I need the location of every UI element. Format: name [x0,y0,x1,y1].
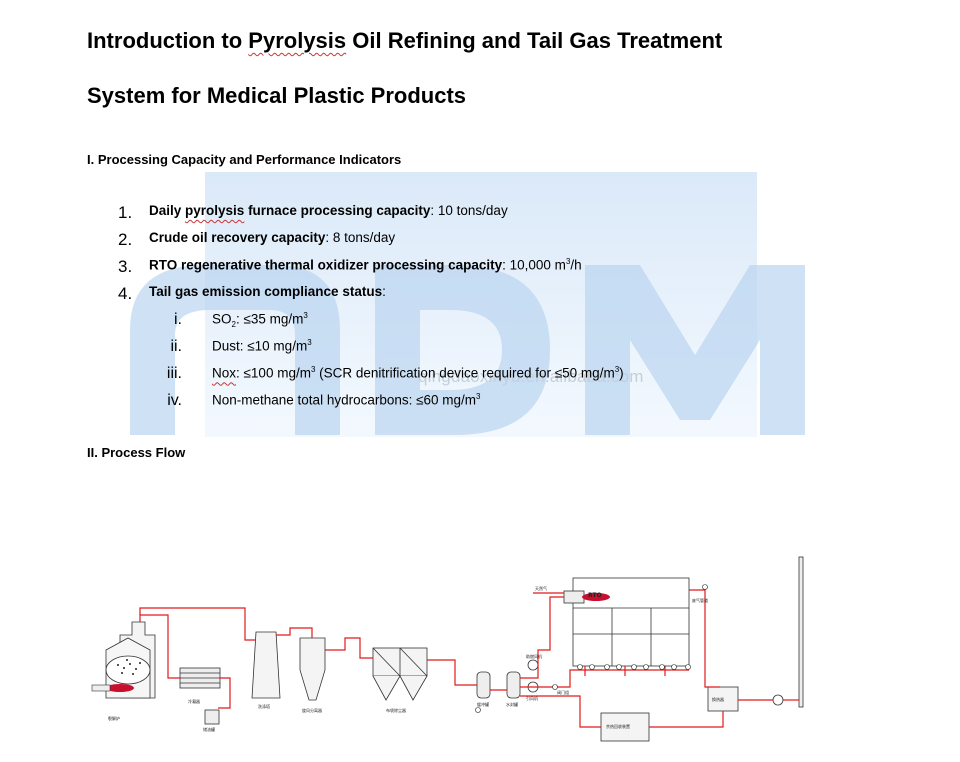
cyclone-separator [299,637,326,701]
scrubber-tower [251,631,281,699]
label-heat-exchanger: 换热器 [712,696,724,702]
label-buffer-tank: 缓冲罐 [477,701,489,707]
label-furnace: 裂解炉 [108,715,120,721]
section-heading-process-flow: II. Process Flow [87,445,186,460]
label-valve-group: 阀门组 [557,689,569,695]
furnace-burner [106,684,134,692]
fan [527,659,539,671]
heat-exchanger-box [707,686,739,712]
rto-label: RTO [588,592,602,599]
label-natural-gas: 天然气 [535,585,547,591]
bag-filter [372,647,428,701]
label-tower: 洗涤塔 [258,703,270,709]
label-recovery: 余热回收装置 [606,723,630,729]
label-water-seal: 水封罐 [506,701,518,707]
label-condenser: 冷凝器 [188,698,200,704]
label-bag-filter: 布袋除尘器 [386,707,406,713]
watermark-text: qingdaoxinyu.en.alibaba.com [418,367,644,386]
label-fan: 引风机 [526,695,538,701]
rto-oxidizer [572,577,690,667]
oil-tank [204,709,220,725]
label-waste-gas-line: 废气管道 [692,597,708,603]
document-title-line2: System for Medical Plastic Products [87,83,467,108]
heat-recovery-box [600,712,650,742]
label-cyclone: 旋风分离器 [302,707,322,713]
label-oil-tank: 储油罐 [203,726,215,732]
process-flow-diagram: RTO 裂解炉 冷凝器 储油罐 洗涤塔 旋风分离器 布袋除尘器 缓冲罐 水封罐 … [91,556,804,742]
buffer-tank [476,671,491,699]
water-seal-tank [506,671,521,699]
label-fan: 助燃风机 [526,653,542,659]
chimney-stack [798,556,804,708]
pyrolysis-furnace [105,621,156,699]
burner-housing [563,590,585,604]
rto-burner-flame [582,593,610,601]
watermark-logo [130,265,805,435]
fan [772,694,784,706]
document-title-line1: Introduction to Pyrolysis Oil Refining a… [87,28,723,53]
section-heading-capacity: I. Processing Capacity and Performance I… [87,152,402,167]
